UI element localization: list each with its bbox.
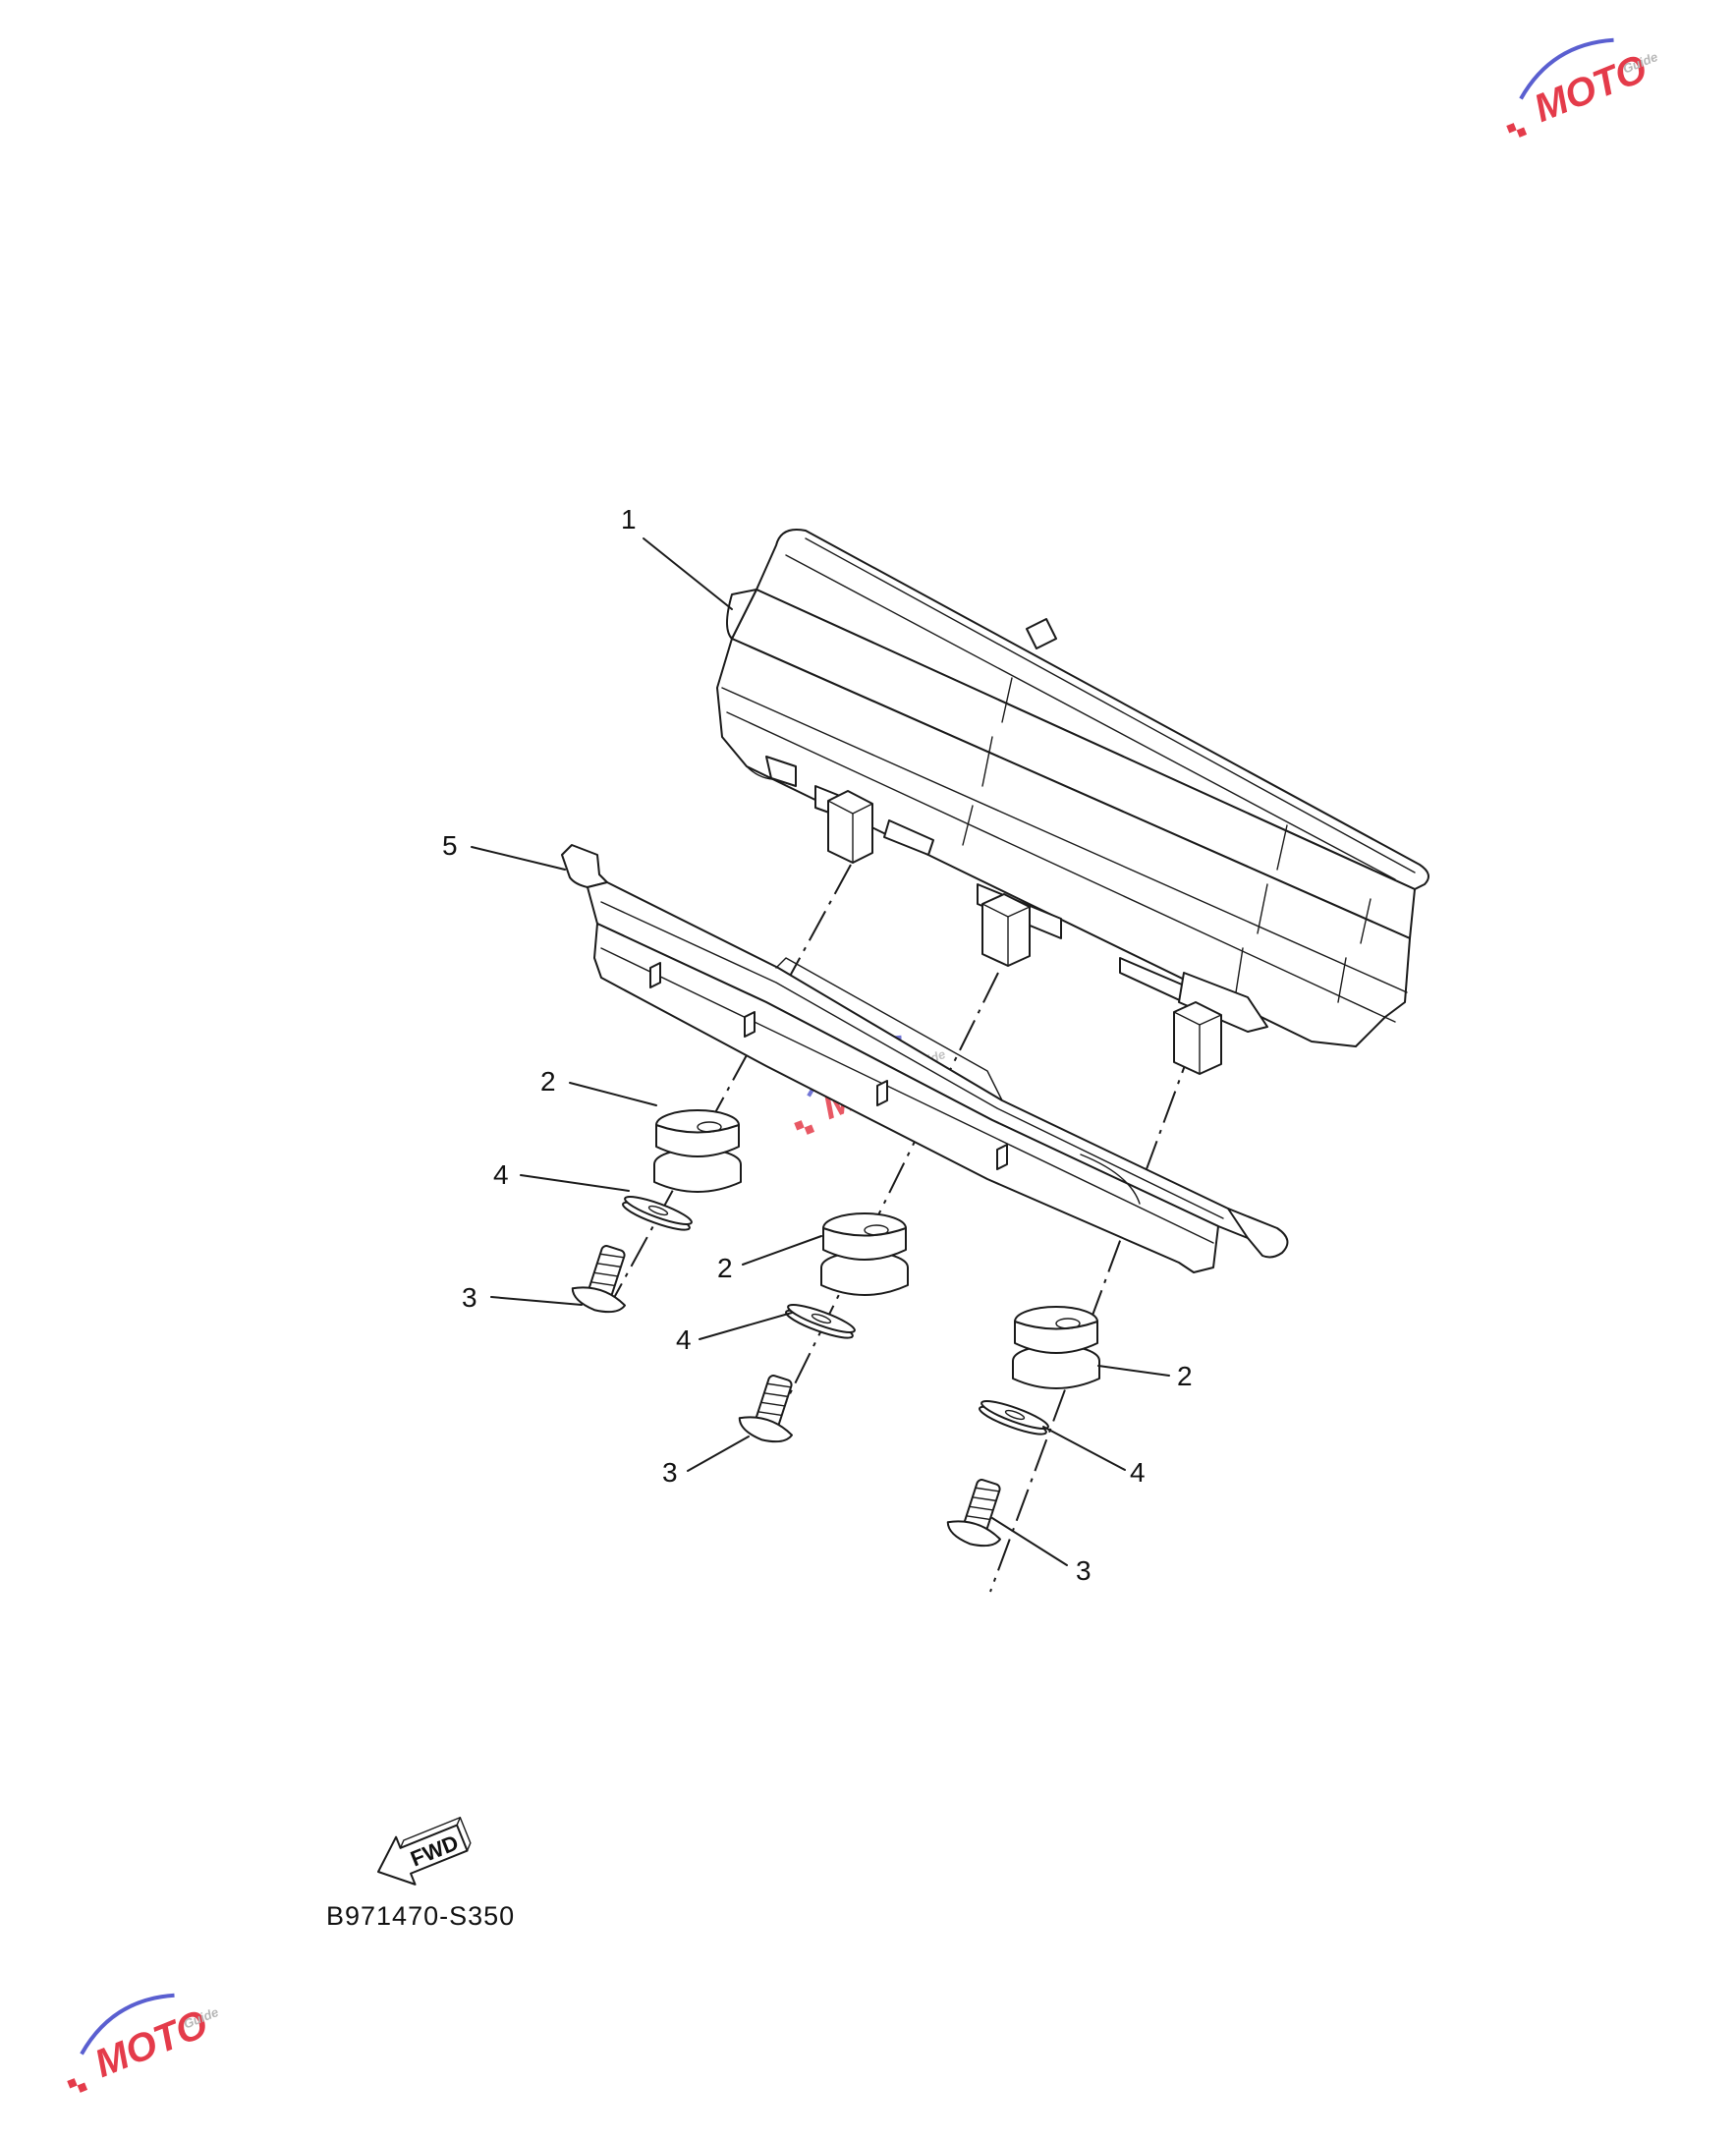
callout-2b: 2 [717, 1253, 733, 1283]
watermark-logo-bottom: MOTO Guide [67, 1993, 220, 2093]
callout-numbers: 1 5 2 4 3 2 4 3 2 4 3 [442, 504, 1193, 1586]
collar-part-a [622, 1196, 693, 1231]
grommet-part-b [820, 1212, 909, 1296]
callout-4b: 4 [676, 1324, 692, 1355]
screw-part-c [946, 1479, 1002, 1548]
callout-3b: 3 [662, 1457, 678, 1488]
meter-assembly-part [716, 529, 1429, 1075]
forward-arrow-icon: FWD [377, 1817, 472, 1886]
watermark-logo-top: MOTO Guide [1506, 37, 1659, 138]
collar-part-b [785, 1304, 856, 1339]
callout-3c: 3 [1076, 1555, 1092, 1586]
screw-part-b [738, 1375, 794, 1443]
callout-5: 5 [442, 830, 458, 861]
leader-lines [471, 537, 1170, 1566]
callout-2c: 2 [1177, 1361, 1193, 1391]
callout-2a: 2 [540, 1066, 556, 1097]
grommet-part-a [653, 1109, 742, 1193]
grommet-part-c [1012, 1306, 1100, 1389]
callout-4a: 4 [493, 1159, 509, 1190]
callout-1: 1 [621, 504, 637, 535]
callout-4c: 4 [1130, 1457, 1146, 1488]
drawing-code: B971470-S350 [326, 1901, 515, 1931]
collar-part-c [979, 1400, 1049, 1436]
screw-part-a [571, 1245, 627, 1314]
meter-bracket-part [561, 844, 1289, 1273]
callout-3a: 3 [462, 1282, 477, 1313]
